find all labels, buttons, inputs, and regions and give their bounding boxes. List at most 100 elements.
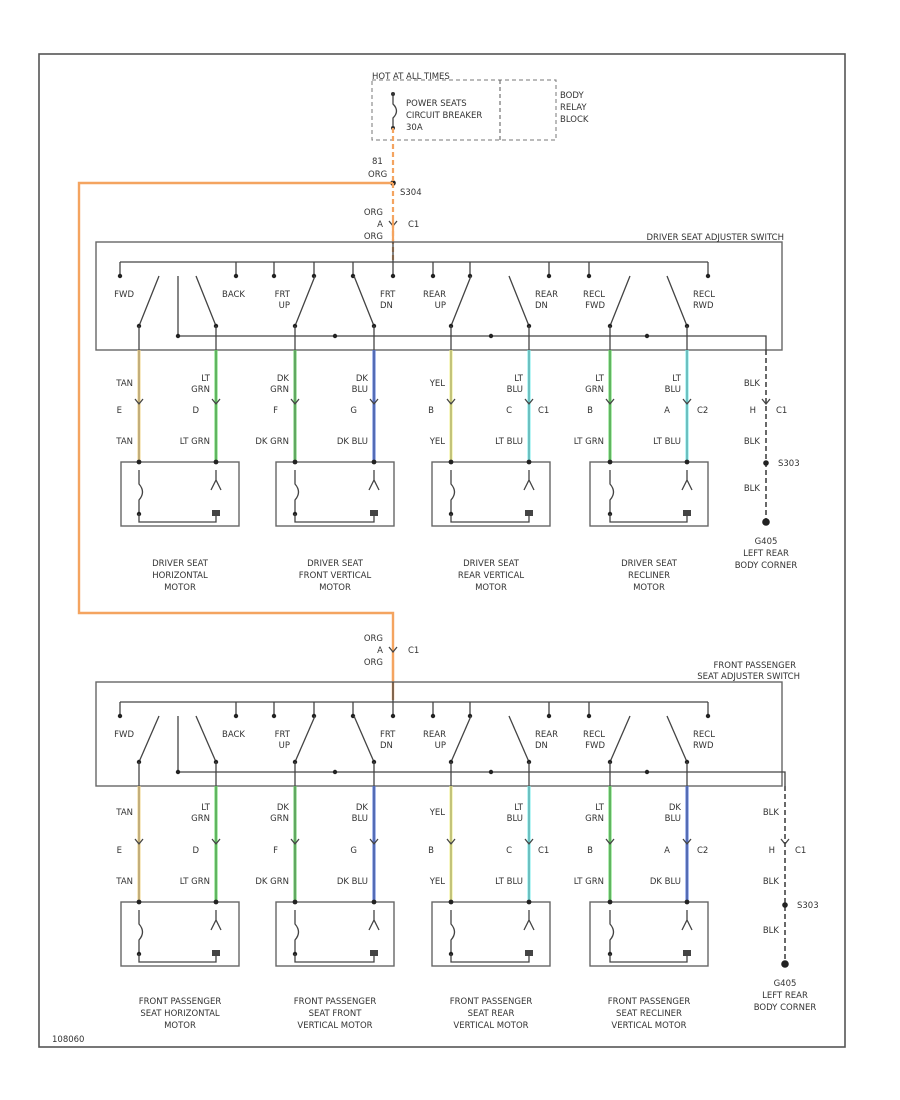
passenger-motor-terminal	[136, 899, 142, 905]
driver-bus-contact	[233, 273, 239, 279]
driver-motor-label: REAR VERTICAL	[458, 571, 525, 581]
fuse-wire-num: 81	[372, 157, 383, 167]
passenger-connector-mark	[134, 838, 144, 846]
passenger-wire-bottom-label: LT GRN	[574, 877, 604, 887]
driver-connector-mark	[369, 398, 379, 406]
passenger-wire-top-label: TAN	[115, 808, 133, 818]
passenger-wire-top-label: DK	[669, 803, 682, 813]
passenger-bus-contact	[546, 713, 552, 719]
passenger-motor-arrow-symbol	[681, 910, 693, 931]
passenger-motor-breaker-symbol	[609, 910, 615, 954]
passenger-connector-mark	[682, 838, 692, 846]
passenger-motor-arrow-symbol	[210, 910, 222, 931]
passenger-switch-arm	[294, 715, 316, 763]
driver-wire-bottom-label: LT GRN	[574, 437, 604, 447]
passenger-motor-label: SEAT FRONT	[309, 1009, 363, 1019]
passenger-motor-arrow-symbol	[523, 910, 535, 931]
passenger-motor-terminal	[607, 899, 613, 905]
driver-wire-bottom-label: DK GRN	[255, 437, 289, 447]
passenger-entry-color: ORG	[364, 634, 383, 644]
passenger-switch-label: FWD	[585, 741, 605, 751]
driver-motor-element	[212, 510, 220, 516]
driver-wire-bottom-label: DK BLU	[337, 437, 368, 447]
driver-motor-terminal	[371, 459, 377, 465]
passenger-switch-label: FWD	[114, 730, 134, 740]
passenger-motor-breaker-symbol	[138, 910, 144, 954]
driver-wire-top-label: LT	[201, 374, 211, 384]
passenger-motor-box	[431, 901, 551, 967]
driver-ground-splice-dot	[763, 460, 769, 466]
diagram-border	[38, 53, 846, 1048]
driver-bus-contact	[117, 273, 123, 279]
passenger-bus-contact	[586, 713, 592, 719]
passenger-motor-label: FRONT PASSENGER	[294, 997, 377, 1007]
driver-wire-top-label: GRN	[270, 385, 289, 395]
passenger-motor-label: VERTICAL MOTOR	[453, 1021, 528, 1031]
driver-wire-top-label: BLU	[352, 385, 368, 395]
driver-return-contact	[332, 333, 338, 339]
driver-ground-splice: S303	[778, 459, 800, 469]
passenger-motor-label: VERTICAL MOTOR	[611, 1021, 686, 1031]
driver-wire-top-label: BLU	[665, 385, 681, 395]
driver-pin-letter: E	[117, 406, 122, 416]
passenger-motor-label: FRONT PASSENGER	[450, 997, 533, 1007]
passenger-pin-letter: G	[350, 846, 357, 856]
driver-wire-top-label: DK	[277, 374, 290, 384]
driver-ground-label: LEFT REAR	[743, 549, 789, 559]
body-relay-block-1: BODY	[560, 91, 584, 101]
passenger-switch-arm	[508, 715, 530, 763]
passenger-switch-label: UP	[435, 741, 446, 751]
passenger-entry-conn: C1	[408, 646, 419, 656]
driver-wire-bottom-label: TAN	[115, 437, 133, 447]
footer-code: 108060	[52, 1035, 84, 1045]
driver-connector-mark	[524, 398, 534, 406]
driver-motor-label: DRIVER SEAT	[307, 559, 364, 569]
driver-switch-label: FRT	[275, 290, 291, 300]
driver-motor-terminal	[213, 459, 219, 465]
passenger-motor-terminal	[371, 899, 377, 905]
passenger-motor-element	[525, 950, 533, 956]
driver-switch-arm	[294, 275, 316, 327]
passenger-ground-pin: H	[769, 846, 775, 856]
driver-pin-letter: G	[350, 406, 357, 416]
driver-switch-arm	[138, 275, 160, 327]
passenger-ground-color-3: BLK	[763, 926, 780, 936]
passenger-motor-terminal	[526, 899, 532, 905]
driver-entry-color: ORG	[364, 208, 383, 218]
driver-ground-color-3: BLK	[744, 484, 761, 494]
passenger-motor-label: SEAT REAR	[468, 1009, 515, 1019]
driver-motor-element	[370, 510, 378, 516]
passenger-pin-letter: C	[506, 846, 512, 856]
driver-switch-label: FWD	[114, 290, 134, 300]
passenger-ground-color-1: BLK	[763, 808, 780, 818]
driver-wire-top-label: LT	[672, 374, 682, 384]
fuse-block: HOT AT ALL TIMES POWER SEATS CIRCUIT BRE…	[368, 72, 589, 198]
passenger-return-contact	[175, 769, 181, 775]
fuse-line-2: CIRCUIT BREAKER	[406, 111, 482, 121]
passenger-motor-arrow-symbol	[368, 910, 380, 931]
passenger-wire-bottom-label: LT BLU	[495, 877, 523, 887]
driver-switch-label: DN	[535, 301, 548, 311]
passenger-switch-label: RECL	[583, 730, 605, 740]
passenger-connector-mark	[446, 838, 456, 846]
driver-switch-label: RECL	[693, 290, 715, 300]
driver-motor-breaker-symbol	[138, 470, 144, 514]
passenger-wire-top-label: LT	[201, 803, 211, 813]
driver-ground-label: G405	[755, 537, 778, 547]
driver-switch-label: FRT	[380, 290, 396, 300]
passenger-ground-conn: C1	[795, 846, 806, 856]
driver-motor-label: DRIVER SEAT	[463, 559, 520, 569]
driver-motor-box	[589, 461, 709, 527]
driver-switch-label: REAR	[423, 290, 446, 300]
driver-return-contact	[644, 333, 650, 339]
passenger-wire-top-label: YEL	[429, 808, 446, 818]
passenger-wire-top-label: DK	[356, 803, 369, 813]
driver-pin-letter: B	[428, 406, 434, 416]
driver-motor-label: FRONT VERTICAL	[299, 571, 372, 581]
driver-motor-arrow-symbol	[523, 470, 535, 491]
passenger-motor-loop	[609, 954, 688, 963]
passenger-bus-contact	[233, 713, 239, 719]
driver-ground-pin: H	[750, 406, 756, 416]
passenger-switch-label: DN	[535, 741, 548, 751]
